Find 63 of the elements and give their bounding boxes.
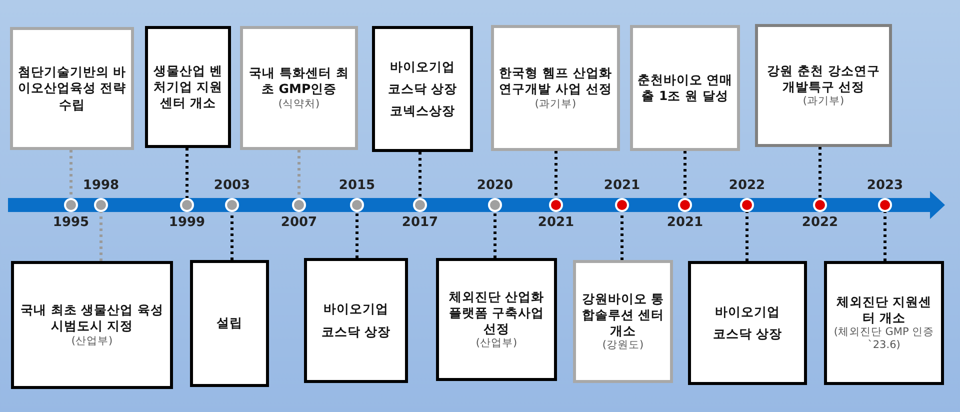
event-text: 생물산업 벤처기업 지원센터 개소 bbox=[152, 62, 224, 112]
event-text: 한국형 헴프 산업화 연구개발 사업 선정 bbox=[498, 65, 613, 98]
year-label: 2015 bbox=[338, 178, 376, 193]
year-label: 2021 bbox=[536, 215, 576, 230]
event-box bbox=[304, 258, 408, 383]
event-text: 코스닥 상장 bbox=[712, 326, 782, 342]
event-box bbox=[436, 258, 557, 381]
event-text: 체외진단 산업화 플랫폼 구축사업 선정 bbox=[448, 288, 546, 338]
event-note: (강원도) bbox=[602, 339, 644, 352]
event-text: 바이오기업 bbox=[715, 304, 780, 320]
year-label: 2003 bbox=[212, 178, 252, 193]
dotted-connector bbox=[684, 151, 686, 198]
year-label: 1998 bbox=[82, 178, 120, 193]
event-text: 국내 특화센터 최초 GMP인증 bbox=[248, 65, 350, 98]
event-text: 국내 최초 생물산업 육성 시범도시 지정 bbox=[19, 302, 165, 335]
event-text: 첨단기술기반의 바이오산업육성 전략 수립 bbox=[17, 64, 127, 113]
event-note: (과기부) bbox=[802, 95, 844, 108]
event-note: (과기부) bbox=[534, 98, 576, 111]
dotted-connector bbox=[746, 212, 748, 261]
event-text: 강원바이오 통합솔루션 센터 개소 bbox=[580, 290, 666, 340]
event-box bbox=[573, 260, 673, 383]
event-text: 춘천바이오 연매출 1조 원 달성 bbox=[637, 72, 733, 104]
dotted-connector bbox=[818, 147, 822, 198]
event-note: (식약처) bbox=[278, 98, 320, 111]
dotted-connector bbox=[418, 152, 422, 198]
year-label: 1995 bbox=[52, 215, 90, 230]
event-text: 코넥스상장 bbox=[390, 103, 455, 120]
event-box bbox=[240, 26, 358, 150]
event-text: 코스닥 상장 bbox=[321, 324, 391, 340]
year-label: 2022 bbox=[800, 215, 840, 230]
dotted-connector bbox=[494, 212, 496, 258]
year-label: 1999 bbox=[168, 215, 206, 230]
event-box bbox=[755, 24, 892, 147]
event-text: 체외진단 지원센터 개소 bbox=[835, 294, 933, 326]
event-note: (산업부) bbox=[71, 334, 113, 348]
event-box bbox=[491, 25, 620, 151]
event-box bbox=[190, 260, 269, 387]
event-box bbox=[630, 25, 740, 151]
year-label: 2023 bbox=[866, 178, 904, 193]
event-text: 강원 춘천 강소연구개발특구 선정 bbox=[766, 62, 881, 96]
year-label: 2017 bbox=[400, 215, 440, 230]
event-note: (체외진단 GMP 인증 `23.6) bbox=[832, 326, 936, 352]
dotted-connector bbox=[186, 148, 188, 198]
event-text: 코스닥 상장 bbox=[388, 80, 458, 98]
year-label: 2020 bbox=[476, 178, 514, 193]
event-box bbox=[145, 26, 231, 148]
event-box bbox=[11, 261, 173, 389]
event-text: 바이오기업 bbox=[390, 58, 455, 75]
year-label: 2022 bbox=[728, 178, 766, 193]
dotted-connector bbox=[356, 212, 358, 258]
dotted-connector bbox=[100, 212, 102, 261]
year-label: 2021 bbox=[602, 178, 642, 193]
event-box bbox=[688, 261, 807, 385]
event-text: 바이오기업 bbox=[324, 301, 388, 318]
dotted-connector bbox=[554, 151, 558, 198]
event-text: 설립 bbox=[216, 315, 242, 332]
event-box bbox=[372, 26, 473, 152]
event-box bbox=[824, 261, 944, 385]
year-label: 2007 bbox=[280, 215, 318, 230]
event-note: (산업부) bbox=[476, 337, 518, 350]
year-label: 2021 bbox=[666, 215, 704, 230]
dotted-connector bbox=[884, 212, 886, 261]
event-box bbox=[10, 27, 134, 150]
